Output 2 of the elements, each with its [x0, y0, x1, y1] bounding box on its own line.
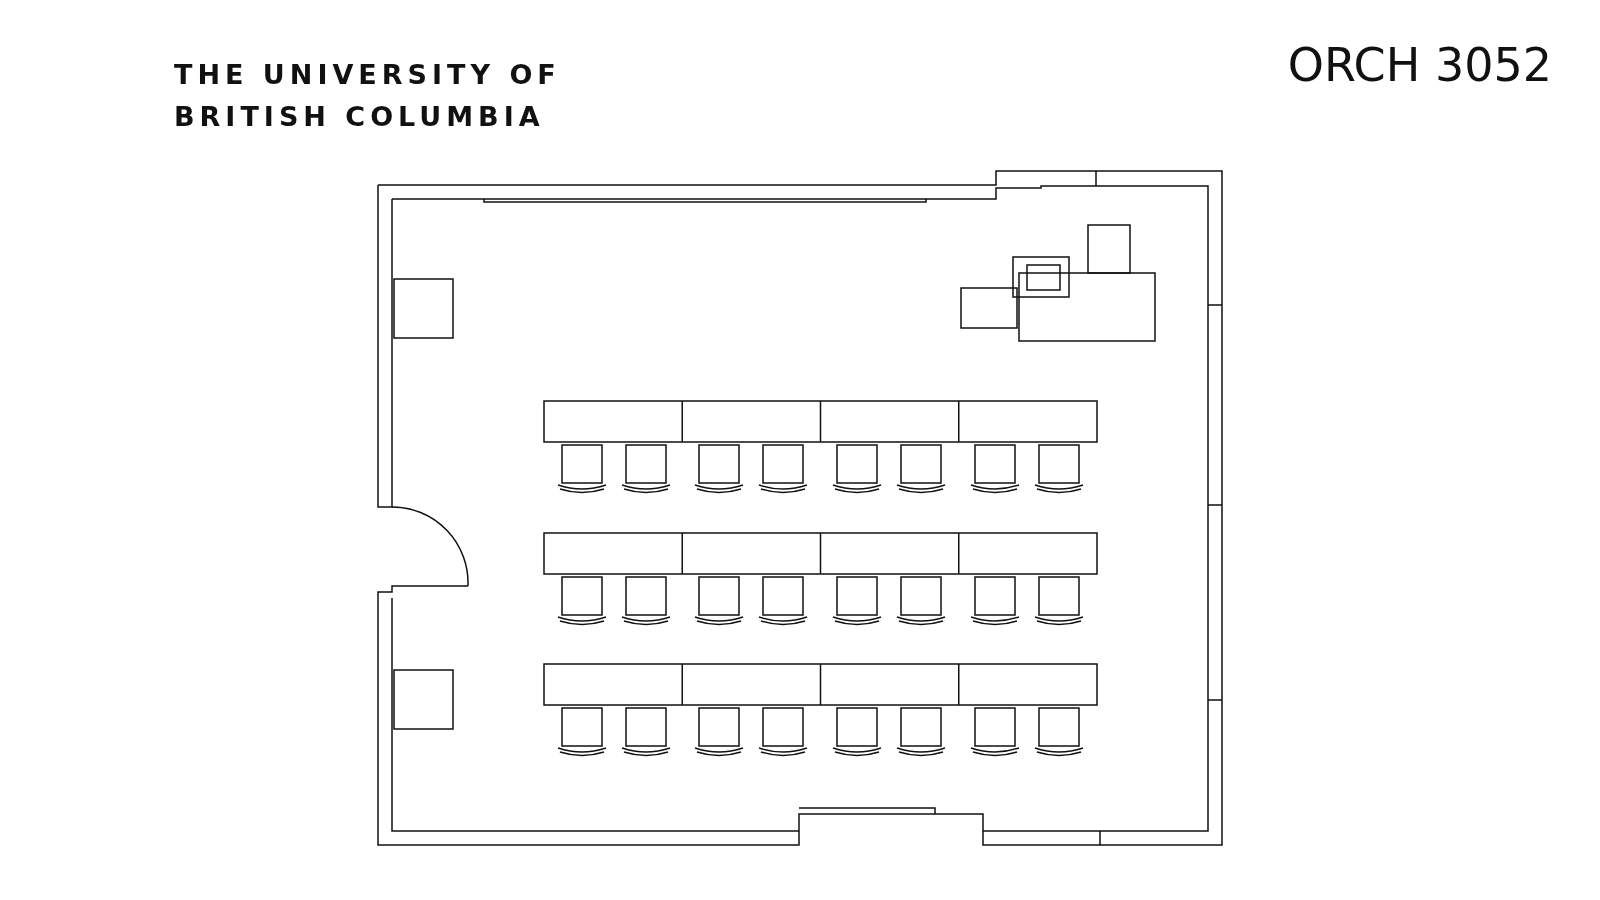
university-name: THE UNIVERSITY OF BRITISH COLUMBIA — [174, 58, 562, 134]
room-number: ORCH 3052 — [1287, 38, 1552, 92]
